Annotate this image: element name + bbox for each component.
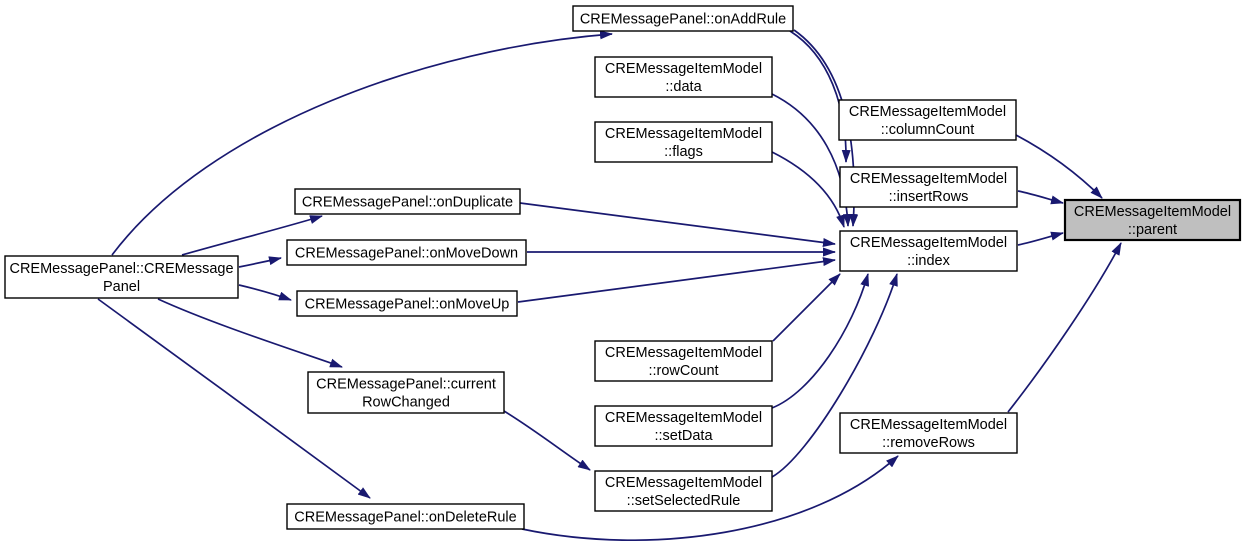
- edge-ctor-to-currentRowChanged: [157, 298, 343, 368]
- node-onDeleteRule[interactable]: CREMessagePanel::onDeleteRule: [286, 503, 525, 530]
- node-box[interactable]: [4, 255, 239, 299]
- node-label: CREMessageItemModel::flags: [605, 126, 762, 160]
- node-box: [1063, 198, 1242, 242]
- edge-onDuplicate-to-index: [519, 202, 836, 247]
- node-label: CREMessageItemModel::removeRows: [850, 417, 1007, 451]
- node-label: CREMessageItemModel::data: [605, 61, 762, 95]
- node-onDuplicate[interactable]: CREMessagePanel::onDuplicate: [294, 188, 521, 215]
- edge-currentRowChanged-to-setSelectedRule: [503, 410, 591, 471]
- node-label: CREMessageItemModel::insertRows: [850, 171, 1007, 205]
- node-box[interactable]: [296, 290, 518, 317]
- node-setData[interactable]: CREMessageItemModel::setData: [594, 405, 773, 447]
- node-label: CREMessageItemModel::parent: [1074, 204, 1231, 238]
- node-rowCount[interactable]: CREMessageItemModel::rowCount: [594, 340, 773, 382]
- node-box[interactable]: [594, 121, 773, 163]
- node-box[interactable]: [594, 340, 773, 382]
- node-label: CREMessageItemModel::rowCount: [605, 345, 762, 379]
- node-onMoveUp[interactable]: CREMessagePanel::onMoveUp: [296, 290, 518, 317]
- node-label: CREMessagePanel::onMoveUp: [305, 297, 510, 313]
- node-removeRows[interactable]: CREMessageItemModel::removeRows: [839, 412, 1018, 454]
- edge-index-to-parent: [1017, 231, 1064, 246]
- edge-ctor-to-onMoveUp: [238, 284, 292, 301]
- node-box[interactable]: [594, 405, 773, 447]
- node-label: CREMessageItemModel::setSelectedRule: [605, 475, 762, 509]
- node-label: CREMessageItemModel::index: [850, 235, 1007, 269]
- edge-onAddRule-to-insertRows: [789, 30, 851, 163]
- edge-ctor-to-onAddRule: [111, 30, 613, 256]
- node-flags[interactable]: CREMessageItemModel::flags: [594, 121, 773, 163]
- node-label: CREMessagePanel::onDeleteRule: [294, 510, 516, 526]
- edge-onMoveUp-to-index: [517, 257, 836, 303]
- edge-data-to-index: [771, 93, 852, 227]
- edge-onDeleteRule-to-removeRows: [521, 455, 899, 542]
- node-box[interactable]: [307, 371, 505, 414]
- node-box[interactable]: [594, 470, 773, 512]
- node-onMoveDown[interactable]: CREMessagePanel::onMoveDown: [286, 239, 527, 266]
- node-columnCount[interactable]: CREMessageItemModel::columnCount: [838, 99, 1017, 141]
- node-index[interactable]: CREMessageItemModel::index: [839, 230, 1018, 272]
- node-box[interactable]: [839, 412, 1018, 454]
- node-box[interactable]: [286, 239, 527, 266]
- edge-ctor-to-onMoveDown: [238, 256, 282, 268]
- node-box[interactable]: [839, 230, 1018, 272]
- node-label: CREMessageItemModel::setData: [605, 410, 762, 444]
- edge-flags-to-index: [771, 151, 845, 228]
- node-parent: CREMessageItemModel::parent: [1063, 198, 1242, 242]
- edge-ctor-to-onDeleteRule: [97, 298, 371, 499]
- node-setSelectedRule[interactable]: CREMessageItemModel::setSelectedRule: [594, 470, 773, 512]
- edge-rowCount-to-index: [772, 273, 841, 342]
- node-insertRows[interactable]: CREMessageItemModel::insertRows: [839, 166, 1018, 208]
- node-box[interactable]: [294, 188, 521, 215]
- node-box[interactable]: [594, 56, 773, 98]
- node-data[interactable]: CREMessageItemModel::data: [594, 56, 773, 98]
- node-box[interactable]: [838, 99, 1017, 141]
- node-label: CREMessagePanel::onMoveDown: [295, 246, 518, 262]
- node-label: CREMessageItemModel::columnCount: [849, 104, 1006, 138]
- edge-removeRows-to-parent: [1007, 242, 1122, 413]
- node-box[interactable]: [286, 503, 525, 530]
- edge-insertRows-to-parent: [1017, 190, 1064, 205]
- edge-columnCount-to-parent: [1015, 134, 1103, 199]
- edges-layer: [97, 29, 1122, 542]
- edge-ctor-to-onDuplicate: [181, 215, 323, 256]
- node-label: CREMessagePanel::onDuplicate: [302, 195, 513, 211]
- node-box[interactable]: [572, 5, 794, 32]
- node-label: CREMessagePanel::onAddRule: [580, 12, 786, 28]
- node-onAddRule[interactable]: CREMessagePanel::onAddRule: [572, 5, 794, 32]
- edge-setData-to-index: [771, 273, 870, 409]
- node-box[interactable]: [839, 166, 1018, 208]
- edge-setSelectedRule-to-index: [771, 273, 898, 478]
